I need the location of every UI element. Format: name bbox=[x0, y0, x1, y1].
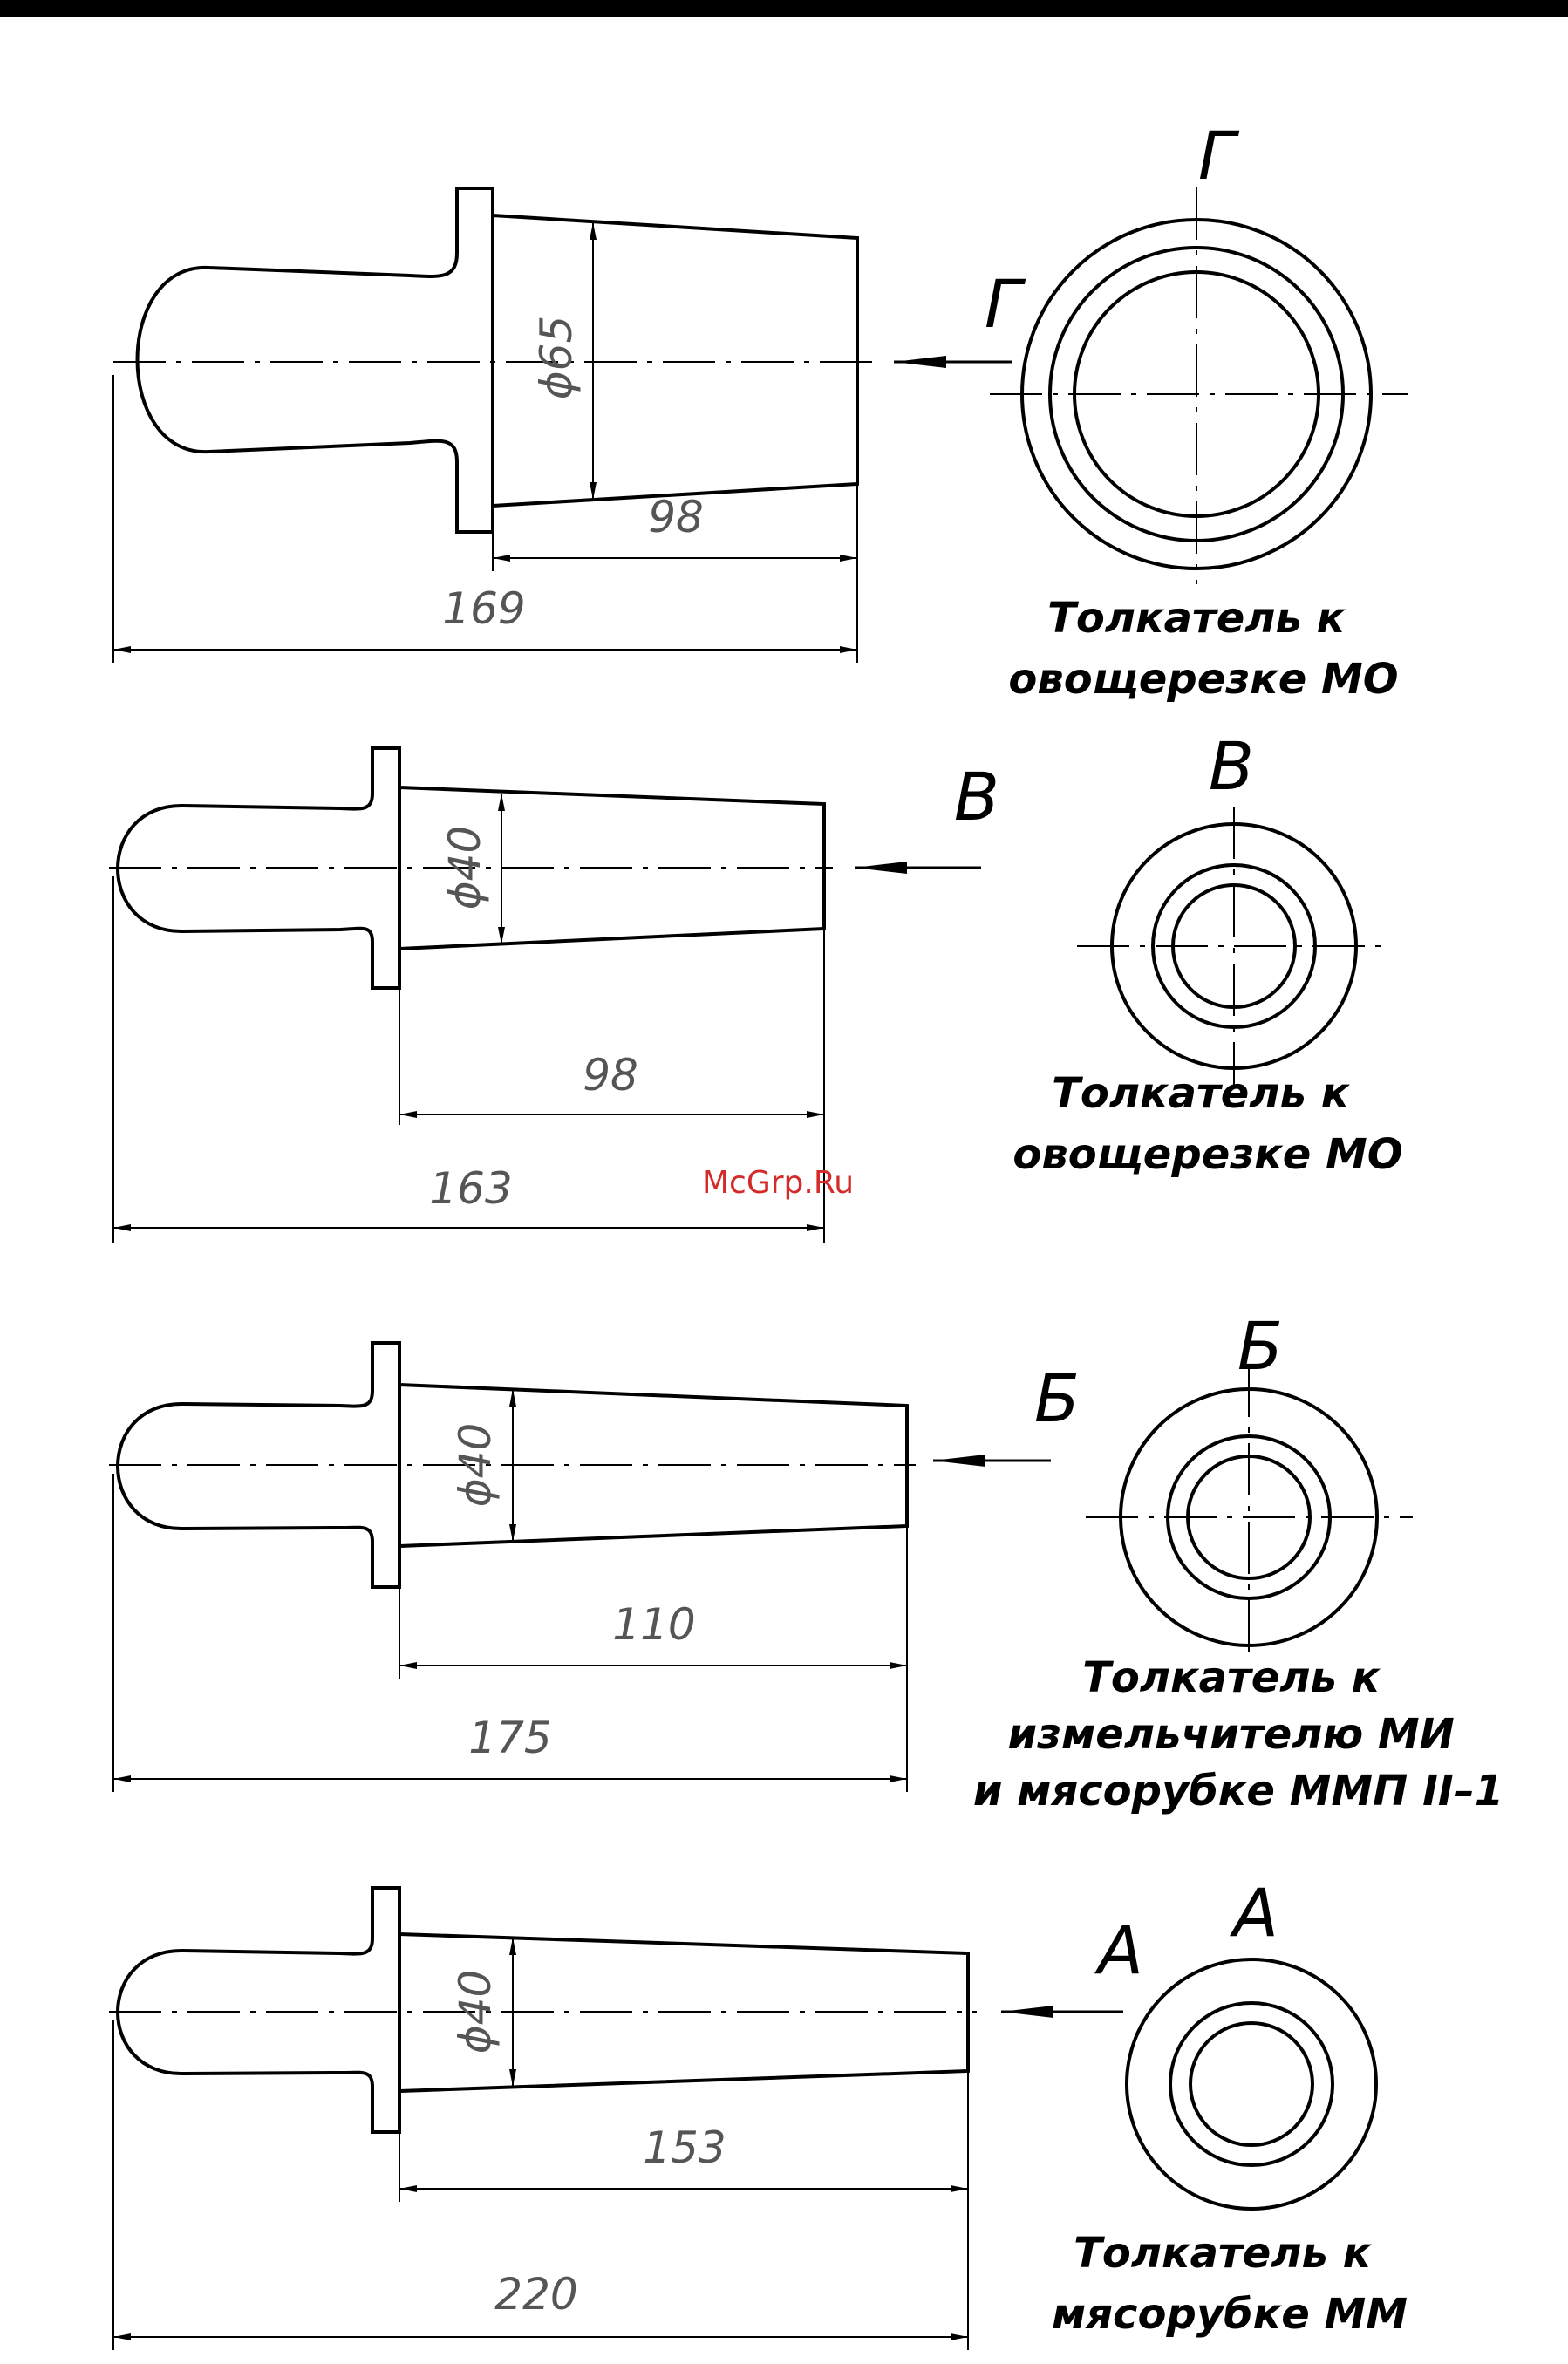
part-a: ϕ40 153 220 А А Толкатель к мясорубке ММ bbox=[109, 1874, 1408, 2350]
part-g-caption: Толкатель к овощерезке МО bbox=[1008, 594, 1398, 704]
part-v-view-letter: В bbox=[1209, 727, 1254, 805]
part-v-len-taper-text: 98 bbox=[583, 1050, 638, 1100]
part-b-caption-line-2: измельчителю МИ bbox=[1008, 1710, 1455, 1759]
part-v-arrow-letter: В bbox=[954, 758, 999, 835]
part-g-caption-line-1: Толкатель к bbox=[1047, 594, 1346, 643]
part-a-view-inner bbox=[1190, 2023, 1312, 2145]
part-g: ϕ65 98 169 Г Г Толкатель к овощерезке МО bbox=[113, 117, 1408, 704]
part-b-len-taper-text: 110 bbox=[612, 1599, 695, 1650]
part-b: ϕ40 110 175 Б Б Толкатель к измельчителю… bbox=[109, 1307, 1503, 1816]
part-b-arrow-letter: Б bbox=[1034, 1359, 1080, 1437]
part-v-caption: Толкатель к овощерезке МО bbox=[1012, 1069, 1402, 1179]
part-a-caption: Толкатель к мясорубке ММ bbox=[1052, 2229, 1408, 2339]
part-b-len-total-text: 175 bbox=[468, 1713, 551, 1763]
top-border bbox=[0, 0, 1568, 17]
part-b-view-letter: Б bbox=[1237, 1307, 1283, 1385]
part-a-dia-text: ϕ40 bbox=[450, 1970, 501, 2054]
part-b-dia-text: ϕ40 bbox=[450, 1423, 501, 1508]
part-v-caption-line-2: овощерезке МО bbox=[1012, 1130, 1402, 1179]
part-b-caption: Толкатель к измельчителю МИ и мясорубке … bbox=[973, 1653, 1503, 1816]
part-a-view-outer bbox=[1127, 1959, 1376, 2209]
part-g-outline bbox=[138, 188, 858, 532]
part-v-caption-line-1: Толкатель к bbox=[1052, 1069, 1350, 1118]
part-a-outline bbox=[118, 1888, 968, 2132]
part-g-dia-text: ϕ65 bbox=[531, 316, 582, 400]
part-b-caption-line-1: Толкатель к bbox=[1082, 1653, 1381, 1702]
part-g-caption-line-2: овощерезке МО bbox=[1008, 655, 1398, 704]
part-v-dia-text: ϕ40 bbox=[440, 826, 490, 910]
part-b-caption-line-3: и мясорубке ММП II–1 bbox=[973, 1767, 1503, 1816]
part-a-caption-line-2: мясорубке ММ bbox=[1052, 2290, 1408, 2339]
watermark: McGrp.Ru bbox=[702, 1165, 854, 1201]
part-a-view-middle bbox=[1170, 2003, 1333, 2165]
part-v-len-total-text: 163 bbox=[429, 1163, 512, 1214]
part-a-len-total-text: 220 bbox=[494, 2269, 577, 2320]
part-g-len-total-text: 169 bbox=[442, 583, 525, 634]
part-a-len-taper-text: 153 bbox=[643, 2122, 726, 2173]
part-g-view-letter: Г bbox=[1198, 117, 1240, 194]
part-g-len-taper-text: 98 bbox=[648, 492, 704, 542]
part-a-arrow-letter: А bbox=[1094, 1911, 1143, 1989]
part-g-arrow-letter: Г bbox=[985, 265, 1026, 343]
part-a-view-letter: А bbox=[1229, 1874, 1278, 1952]
part-a-caption-line-1: Толкатель к bbox=[1074, 2229, 1372, 2278]
